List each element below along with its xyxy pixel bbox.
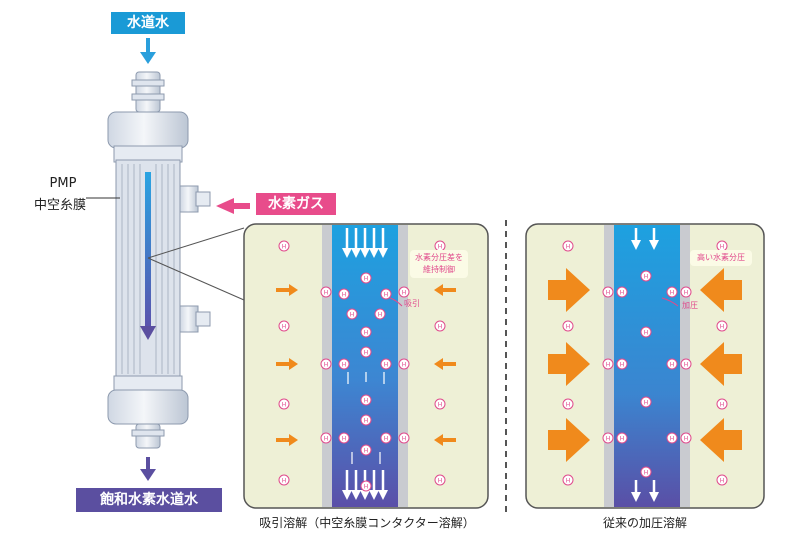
pressure-label: 加圧 (682, 301, 698, 310)
tap-water-tag: 水道水 (111, 12, 185, 34)
membrane-label-line1: PMP (49, 176, 77, 191)
membrane-label-line2: 中空糸膜 (33, 198, 86, 213)
saturated-water-tag: 飽和水素水道水 (76, 488, 222, 512)
left-note-line2: 維持制御 (423, 265, 455, 274)
suction-label: 吸引 (404, 299, 420, 308)
caption-suction: 吸引溶解（中空糸膜コンタクター溶解） (259, 516, 475, 530)
right-note-label: 高い水素分圧 (697, 253, 745, 262)
suction-panel (243, 223, 489, 509)
caption-pressure: 従来の加圧溶解 (602, 516, 687, 530)
pressure-panel (525, 223, 765, 509)
membrane-cartridge (107, 38, 211, 481)
hydrogen-gas-tag: 水素ガス (256, 193, 336, 215)
left-note-line1: 水素分圧差を (415, 253, 463, 262)
